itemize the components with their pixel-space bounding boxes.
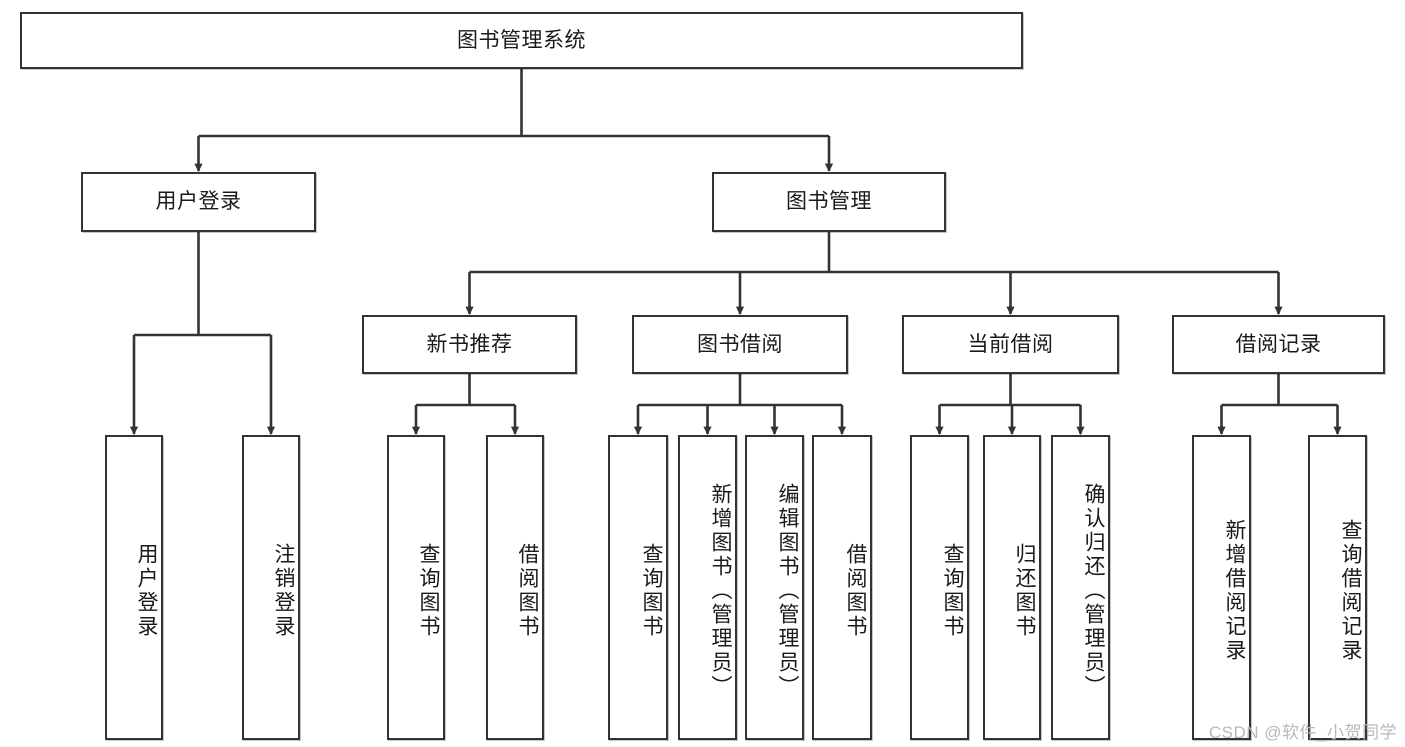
node-l4-13[interactable]: 查询借阅记录 bbox=[1308, 435, 1367, 740]
node-l4-5[interactable]: 查询图书 bbox=[608, 435, 668, 740]
node-label: 借阅图书 bbox=[844, 542, 867, 639]
node-label: 新增借阅记录 bbox=[1223, 518, 1246, 663]
node-label: 借阅记录 bbox=[1235, 332, 1322, 356]
node-label: 新书推荐 bbox=[426, 332, 513, 356]
node-l3-1[interactable]: 新书推荐 bbox=[362, 315, 577, 374]
node-l4-3[interactable]: 查询图书 bbox=[387, 435, 445, 740]
node-l4-10[interactable]: 归还图书 bbox=[983, 435, 1041, 740]
node-label: 确认归还（管理员） bbox=[1082, 482, 1105, 699]
node-l3-4[interactable]: 借阅记录 bbox=[1172, 315, 1385, 374]
node-l2-1[interactable]: 用户登录 bbox=[81, 172, 316, 232]
node-label: 编辑图书（管理员） bbox=[776, 482, 799, 699]
node-l4-6[interactable]: 新增图书（管理员） bbox=[678, 435, 737, 740]
node-l4-12[interactable]: 新增借阅记录 bbox=[1192, 435, 1251, 740]
node-label: 查询图书 bbox=[941, 542, 964, 639]
node-label: 新增图书（管理员） bbox=[709, 482, 732, 699]
node-l4-7[interactable]: 编辑图书（管理员） bbox=[745, 435, 804, 740]
csdn-watermark: CSDN @软件_小贺同学 bbox=[1208, 723, 1397, 742]
node-l4-4[interactable]: 借阅图书 bbox=[486, 435, 544, 740]
node-root[interactable]: 图书管理系统 bbox=[20, 12, 1023, 69]
node-label: 图书管理 bbox=[786, 190, 872, 214]
node-l4-1[interactable]: 用户登录 bbox=[105, 435, 163, 740]
node-l3-3[interactable]: 当前借阅 bbox=[902, 315, 1119, 374]
node-label: 用户登录 bbox=[135, 542, 158, 639]
connector-group bbox=[129, 69, 1342, 435]
node-l4-11[interactable]: 确认归还（管理员） bbox=[1051, 435, 1110, 740]
node-l4-8[interactable]: 借阅图书 bbox=[812, 435, 872, 740]
node-label: 查询图书 bbox=[417, 542, 440, 639]
node-label: 注销登录 bbox=[272, 542, 295, 639]
node-label: 查询图书 bbox=[640, 542, 663, 639]
node-l2-2[interactable]: 图书管理 bbox=[712, 172, 946, 232]
node-label: 查询借阅记录 bbox=[1339, 518, 1362, 663]
node-label: 图书借阅 bbox=[697, 332, 783, 356]
node-l3-2[interactable]: 图书借阅 bbox=[632, 315, 848, 374]
node-label: 用户登录 bbox=[155, 190, 242, 214]
node-l4-2[interactable]: 注销登录 bbox=[242, 435, 300, 740]
node-l4-9[interactable]: 查询图书 bbox=[910, 435, 969, 740]
node-label: 当前借阅 bbox=[967, 332, 1054, 356]
node-label: 图书管理系统 bbox=[457, 28, 586, 52]
node-label: 归还图书 bbox=[1013, 542, 1036, 639]
node-label: 借阅图书 bbox=[516, 542, 539, 639]
